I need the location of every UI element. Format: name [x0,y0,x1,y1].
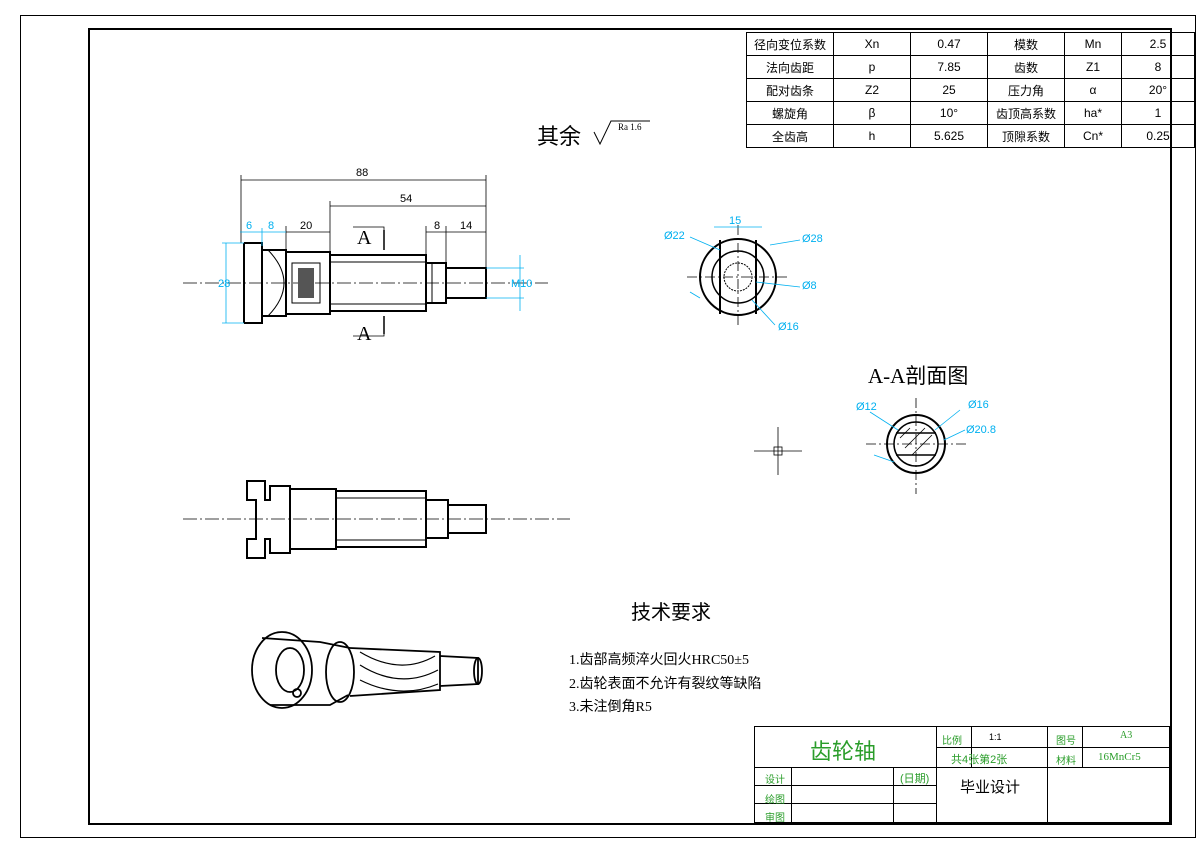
dim-phi8: Ø8 [802,280,817,292]
sheet-count: 共4张第2张 [951,754,1008,766]
param-cell: Xn [833,32,911,56]
scale-value: 1:1 [989,732,1002,742]
dim-m10: M10 [511,278,532,290]
param-cell: 0.47 [910,32,988,56]
surface-finish-ra: Ra 1.6 [618,122,642,132]
param-cell: α [1064,78,1122,102]
param-cell: 顶隙系数 [987,124,1065,148]
scale-label: 比例 [942,736,962,747]
dim-8b: 8 [434,220,440,232]
dim-phi22: Ø22 [664,230,685,242]
dim-phi12: Ø12 [856,401,877,413]
dim-15: 15 [729,215,741,227]
top-view-shaft [183,480,570,559]
tech-item-2: 2.齿轮表面不允许有裂纹等缺陷 [569,677,762,692]
param-cell: 齿顶高系数 [987,101,1065,125]
project-name: 毕业设计 [960,779,1021,796]
review-label: 审图 [765,813,785,824]
origin-marker [754,427,802,475]
tech-item-1: 1.齿部高频淬火回火HRC50±5 [569,653,749,668]
drawno-label: 图号 [1056,736,1076,747]
dim-6: 6 [246,220,252,232]
section-view-dims [869,409,966,463]
dim-phi16: Ø16 [778,321,799,333]
param-cell: 0.25 [1121,124,1195,148]
section-view [866,398,966,494]
section-marker-bottom: A [357,323,372,345]
dim-14: 14 [460,220,472,232]
dim-phi28: Ø28 [802,233,823,245]
drawing-frame [88,28,1172,825]
param-cell: 压力角 [987,78,1065,102]
param-cell: 7.85 [910,55,988,79]
roughness-symbol [593,120,650,146]
param-cell: Mn [1064,32,1122,56]
draw-label: 绘图 [765,795,785,806]
dim-20: 20 [300,220,312,232]
material-value: 16MnCr5 [1098,751,1141,763]
end-view [687,225,790,328]
front-view-cyan-dims [222,228,524,324]
param-cell: Z2 [833,78,911,102]
param-cell: 配对齿条 [746,78,834,102]
end-view-dims [689,226,801,326]
dim-54: 54 [400,193,412,205]
param-cell: 径向变位系数 [746,32,834,56]
surface-finish-label: 其余 [537,124,582,149]
param-cell: 25 [910,78,988,102]
param-cell: h [833,124,911,148]
param-cell: 螺旋角 [746,101,834,125]
dim-8a: 8 [268,220,274,232]
part-name: 齿轮轴 [810,739,877,764]
design-label: 设计 [765,775,785,786]
front-view-shaft [183,242,548,324]
dim-phi208: Ø20.8 [966,424,996,436]
section-title: A-A剖面图 [868,364,969,388]
section-marker-top: A [357,227,372,249]
param-cell: p [833,55,911,79]
drawno-value: A3 [1120,730,1133,741]
title-block [754,726,1170,823]
param-cell: 5.625 [910,124,988,148]
param-cell: Z1 [1064,55,1122,79]
date-label: (日期) [900,773,930,785]
material-label: 材料 [1056,756,1076,767]
dim-28: 28 [218,278,230,290]
isometric-view [251,631,483,709]
tech-item-3: 3.未注倒角R5 [569,700,652,715]
front-view-dimensions [240,175,487,337]
param-cell: 全齿高 [746,124,834,148]
param-cell: ha* [1064,101,1122,125]
dim-phi16b: Ø16 [968,399,989,411]
param-cell: 1 [1121,101,1195,125]
outer-border [20,15,1196,838]
dim-88: 88 [356,167,368,179]
tech-title: 技术要求 [631,602,711,624]
param-cell: 10° [910,101,988,125]
